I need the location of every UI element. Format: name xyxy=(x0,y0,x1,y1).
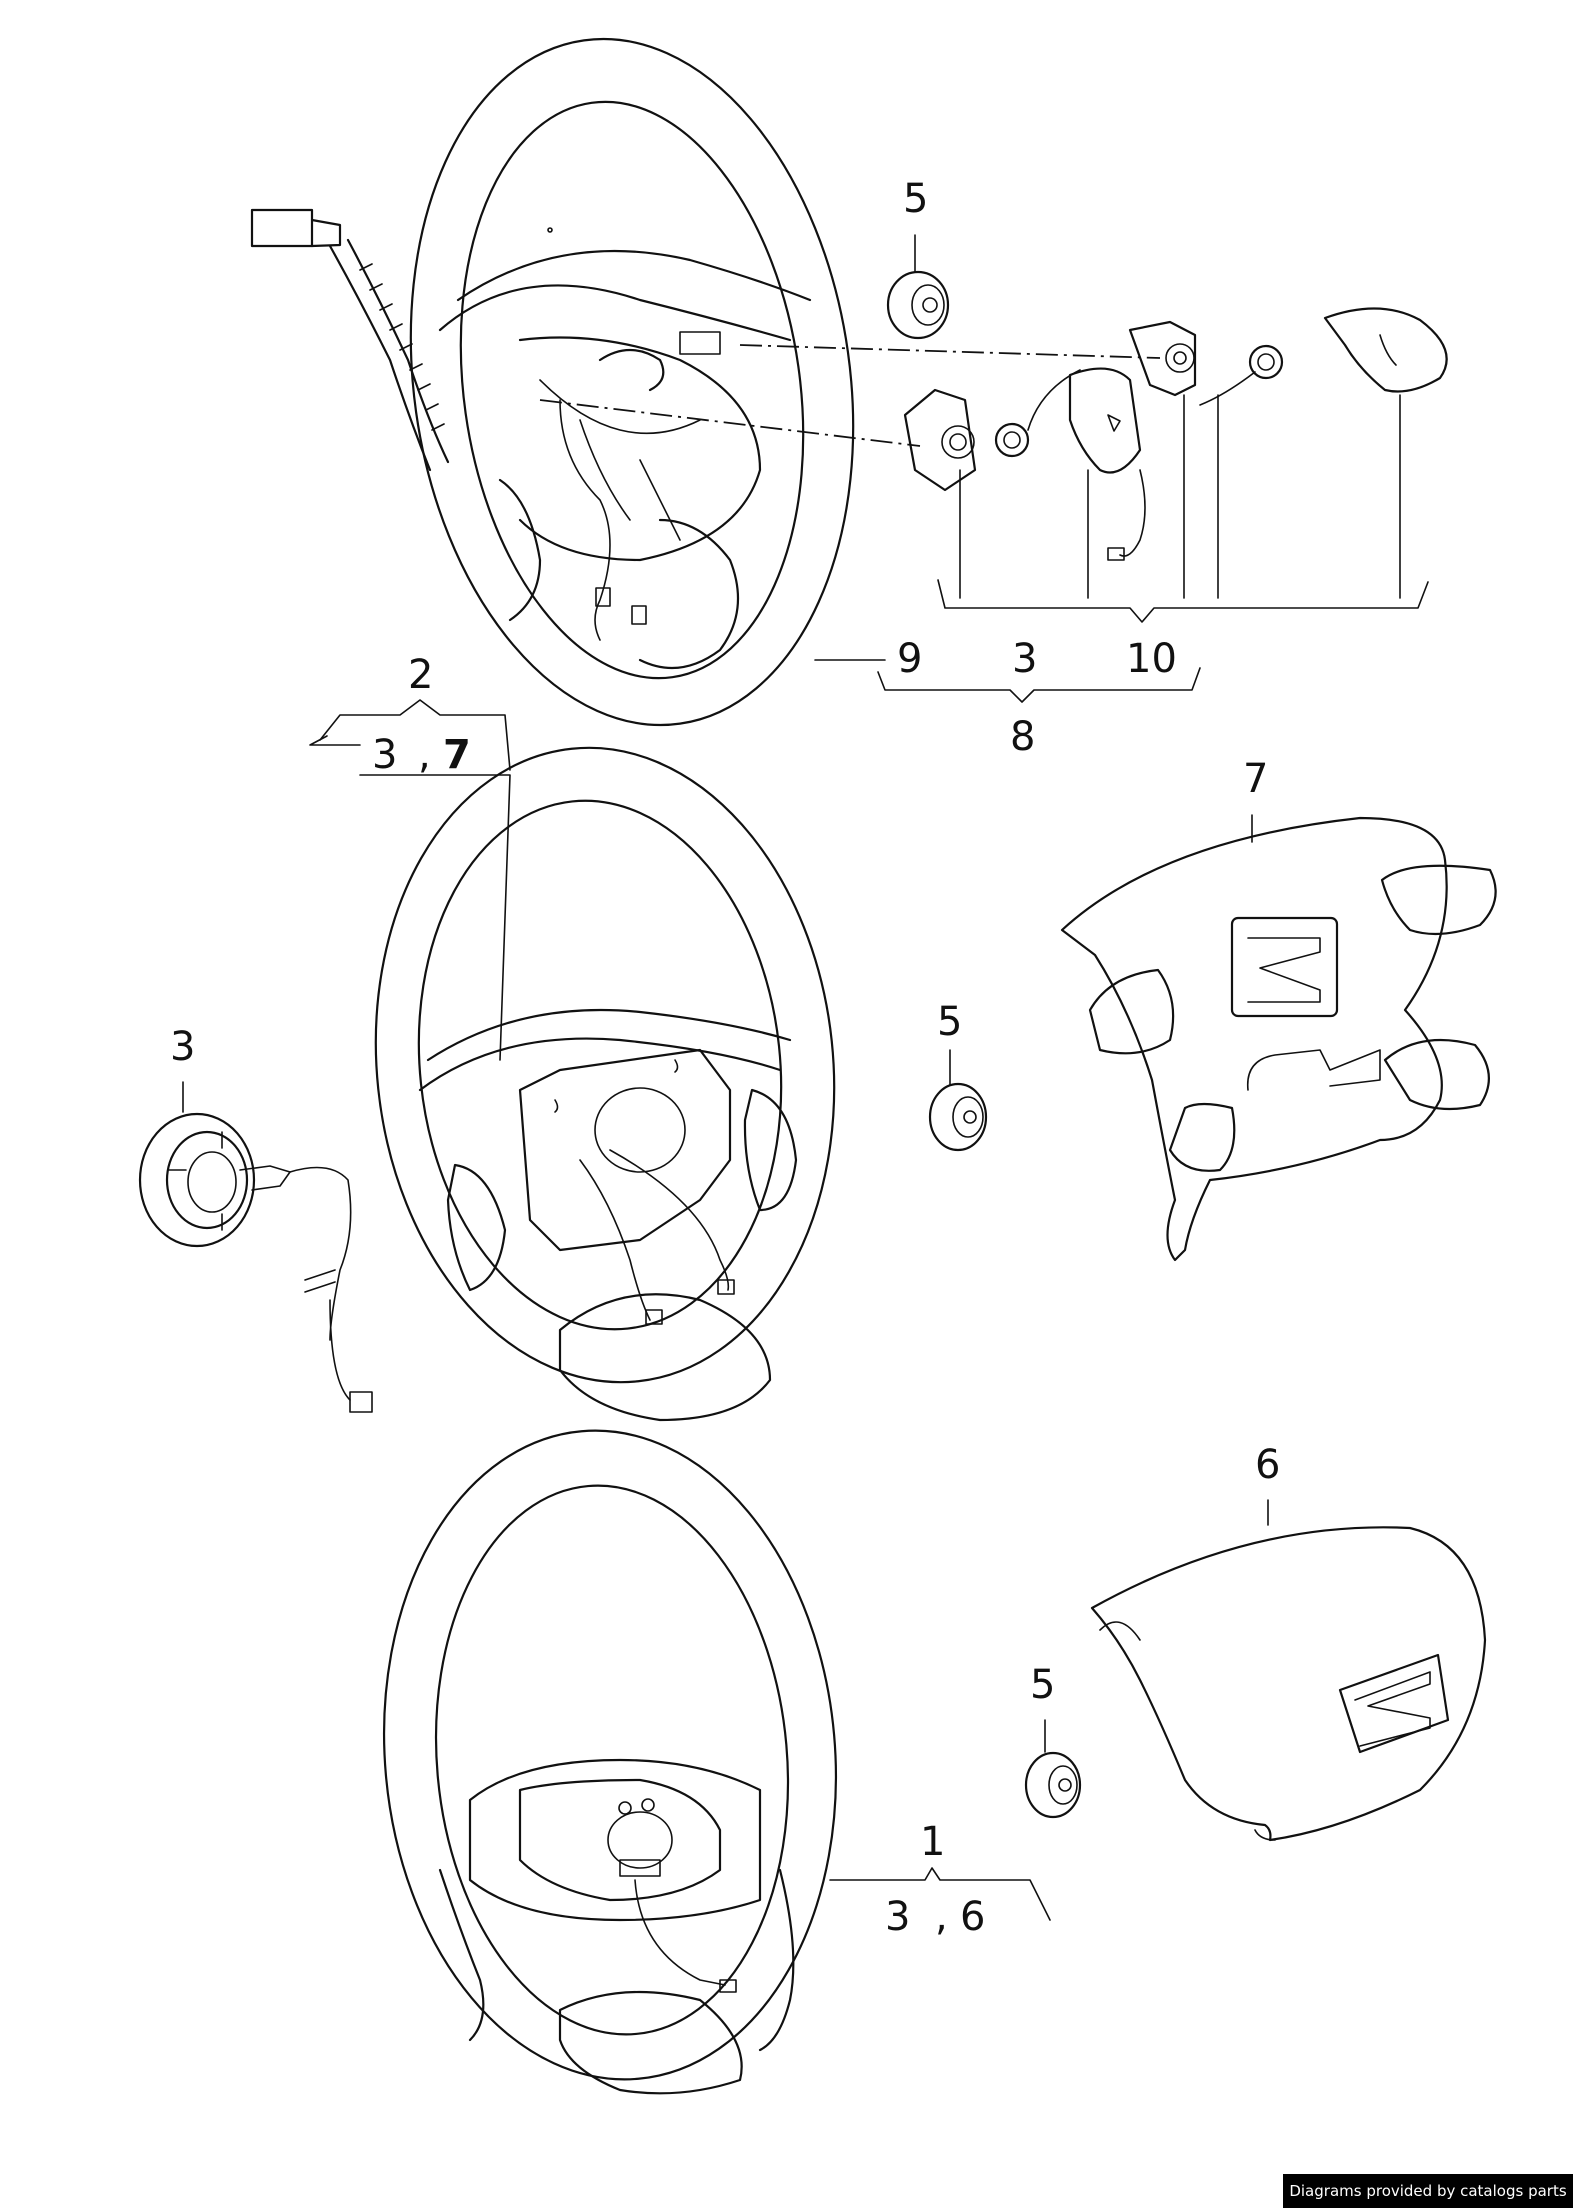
airbag-cover-part-7: 7 xyxy=(1062,756,1496,1260)
callout-5: 5 xyxy=(903,176,928,222)
part-5-top: 5 xyxy=(888,176,948,338)
callout-9: 9 xyxy=(897,636,922,682)
bracket-10: 10 xyxy=(938,395,1428,682)
callout-1: 1 xyxy=(920,1819,945,1865)
airbag-cover-part-6: 6 xyxy=(1092,1442,1485,1840)
callout-3-left: 3 xyxy=(170,1024,195,1070)
callout-6: 6 xyxy=(1255,1442,1280,1488)
callout-3-mid: 3 xyxy=(372,732,397,778)
callout-7-mid: 7 xyxy=(443,732,471,778)
steering-wheel-bottom xyxy=(358,1412,1050,2099)
part-5-bottom: 5 xyxy=(1026,1662,1080,1817)
callout-2: 2 xyxy=(408,652,433,698)
guide-line xyxy=(740,345,1160,358)
callout-comma-bot: , xyxy=(935,1894,948,1940)
callout-7-cover: 7 xyxy=(1243,756,1268,802)
callout-comma: , xyxy=(418,732,431,778)
diagram-credit-badge: Diagrams provided by catalogs parts xyxy=(1283,2174,1573,2208)
multifunction-switches xyxy=(905,308,1447,560)
callout-10: 10 xyxy=(1126,636,1177,682)
callout-5-mid: 5 xyxy=(937,999,962,1045)
steering-wheel-middle xyxy=(310,725,865,1420)
guide-line xyxy=(540,400,920,446)
clock-spring-part-3: 3 xyxy=(140,1024,372,1412)
callout-6-bot: 6 xyxy=(960,1894,985,1940)
part-5-middle: 5 xyxy=(930,999,986,1150)
callout-3: 3 xyxy=(1012,636,1037,682)
callout-3-bot: 3 xyxy=(885,1894,910,1940)
steering-wheel-top xyxy=(252,10,896,754)
callout-8: 8 xyxy=(1010,714,1035,760)
callout-5-bot: 5 xyxy=(1030,1662,1055,1708)
